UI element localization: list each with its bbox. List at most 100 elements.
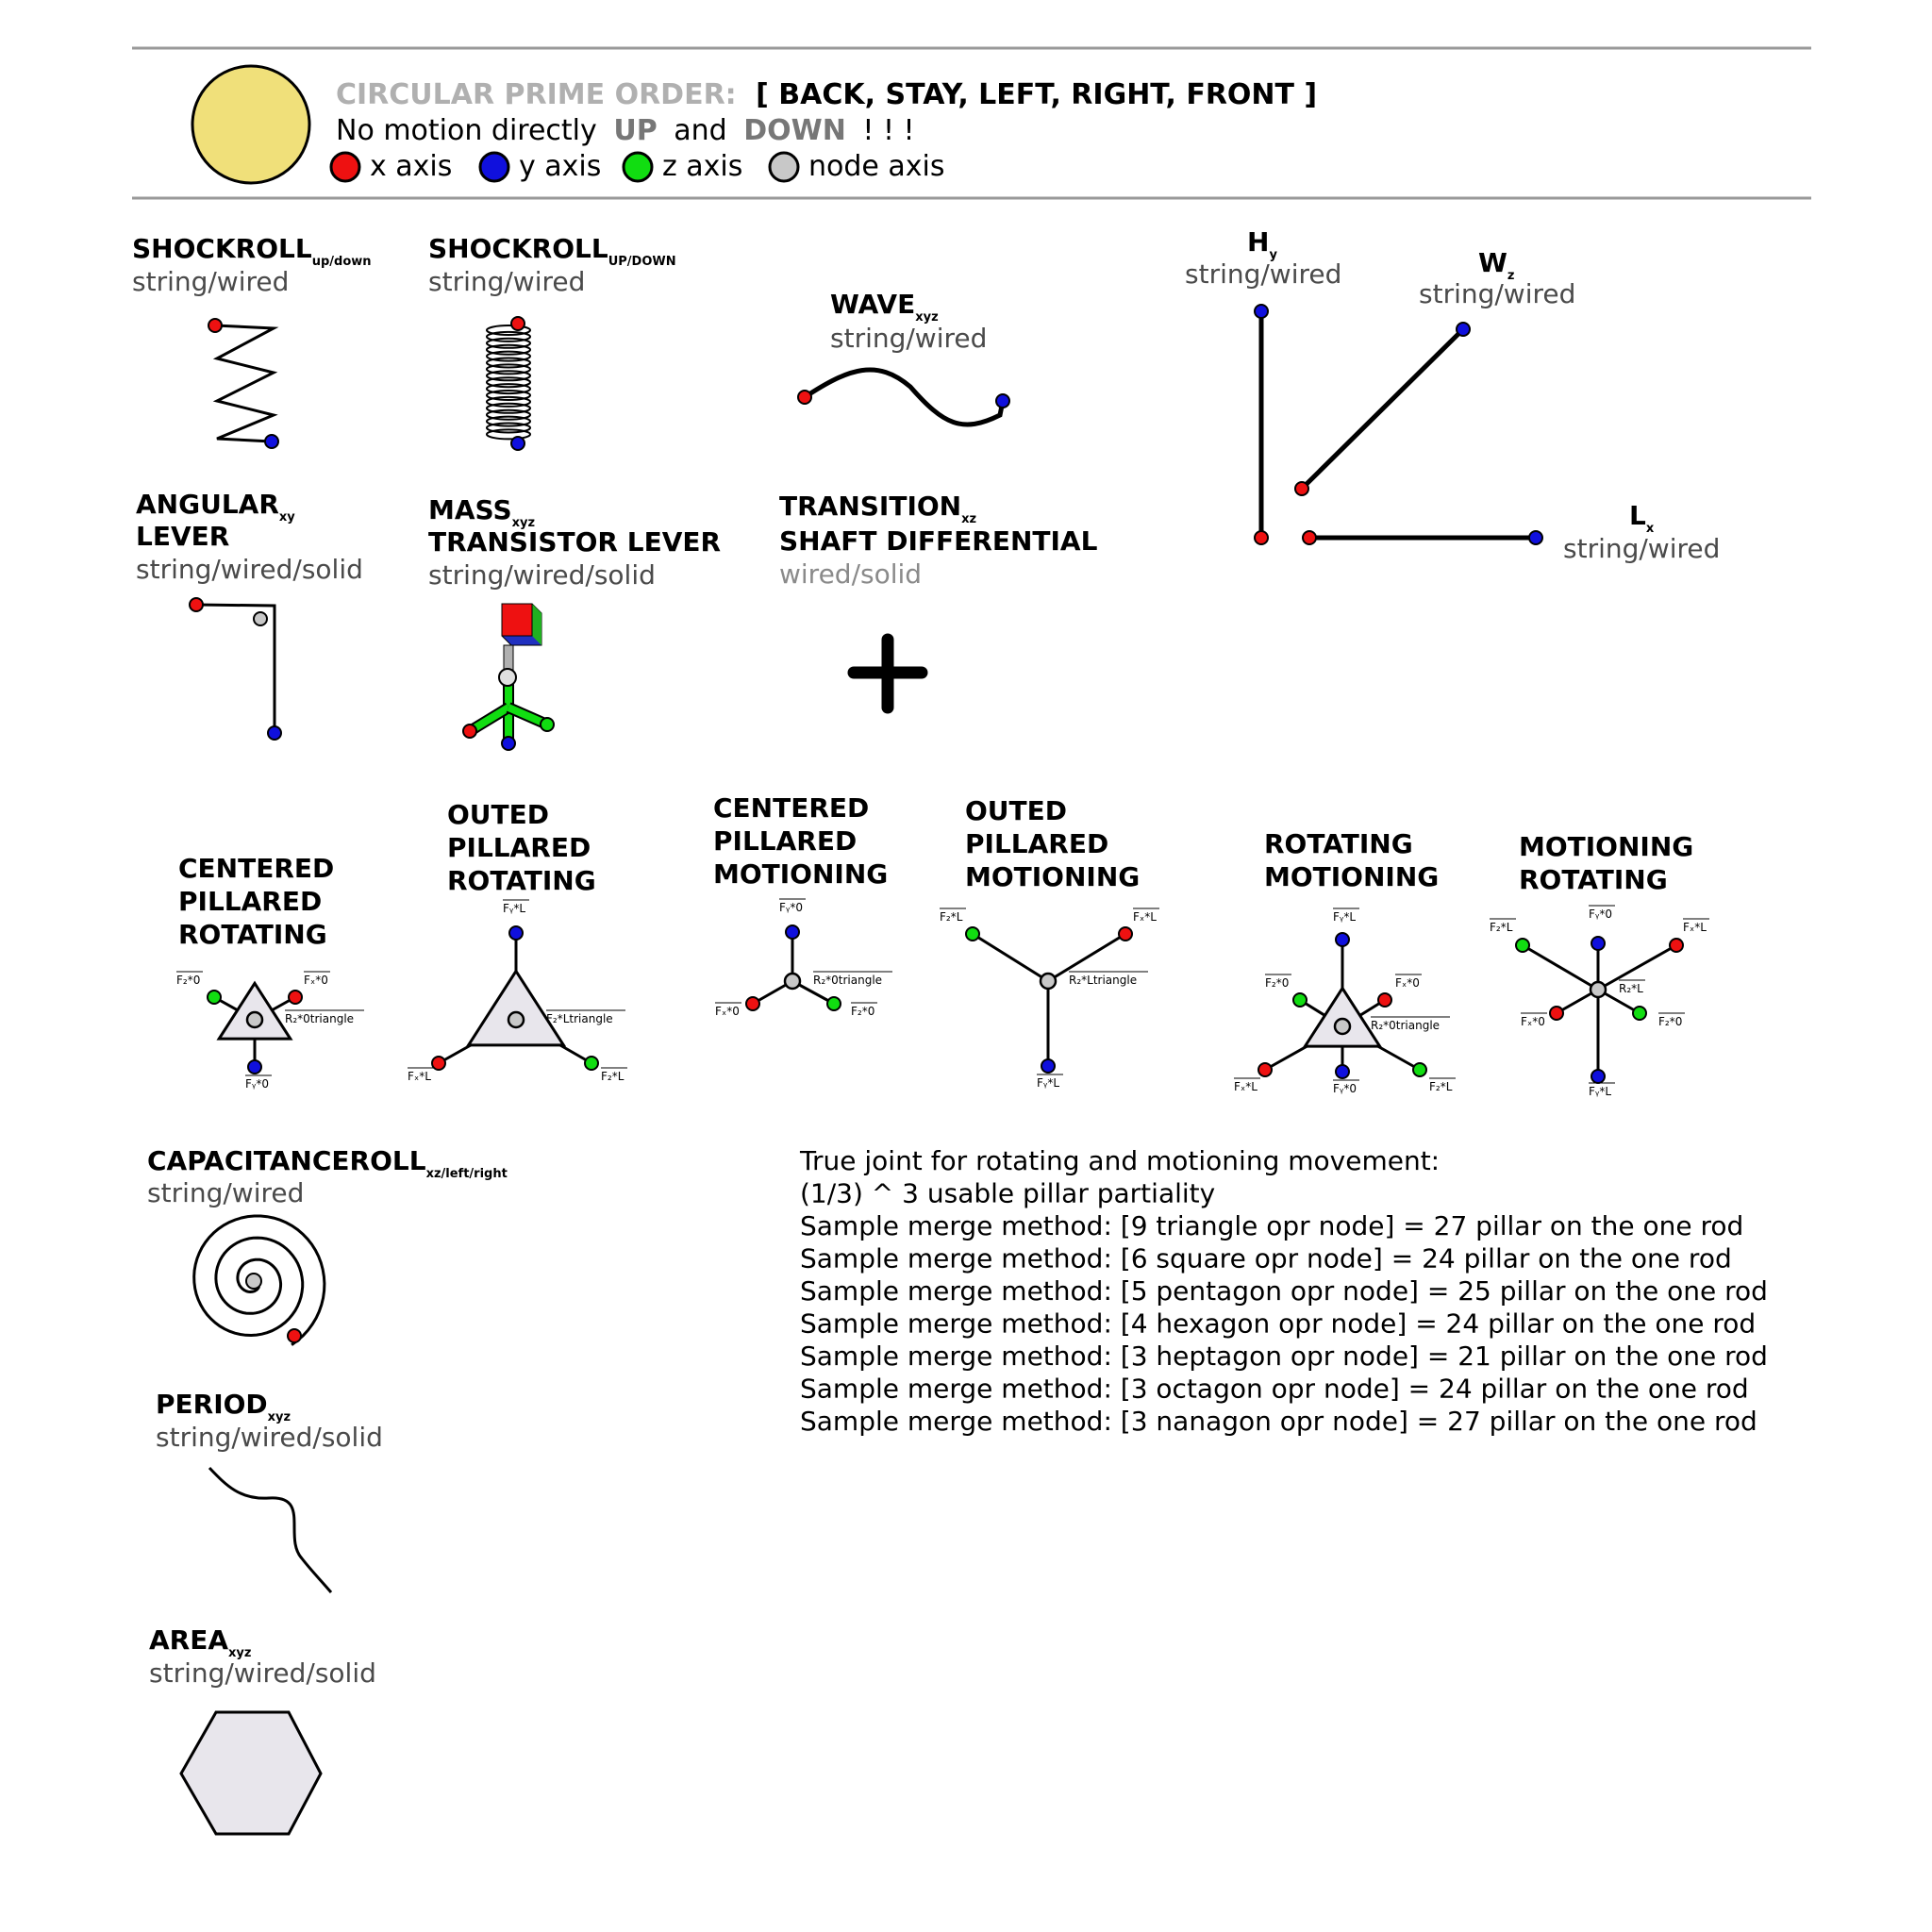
node-axis-legend-icon	[768, 151, 800, 183]
node-axis-icon	[245, 1273, 262, 1290]
x-node-icon	[1257, 1062, 1273, 1077]
force-tag: R₂*0triangle	[285, 1012, 354, 1025]
legend-y-label: y axis	[519, 150, 601, 183]
header-order-line: CIRCULAR PRIME ORDER: [ BACK, STAY, LEFT…	[336, 78, 1317, 111]
header-motion-line: No motion directly UP and DOWN ! ! !	[336, 114, 915, 147]
joint-diagram: CENTEREDPILLAREDMOTIONINGFᵧ*0R₂*0triangl…	[713, 792, 892, 1018]
joint-title-line: MOTIONING	[1264, 861, 1439, 892]
force-tag: R₂*L	[1619, 982, 1643, 995]
y-node-icon	[264, 434, 279, 449]
order-value: [ BACK, STAY, LEFT, RIGHT, FRONT ]	[756, 78, 1317, 111]
z-axis-legend-icon	[622, 151, 654, 183]
joint-arm-icon	[1522, 943, 1599, 991]
mass-lever-block: MASSxyz TRANSISTOR LEVER string/wired/so…	[428, 494, 721, 751]
joint-title-line: CENTERED	[713, 792, 869, 824]
mass-line2: TRANSISTOR LEVER	[428, 526, 721, 558]
note-line: Sample merge method: [4 hexagon opr node…	[800, 1308, 1756, 1340]
y-node-icon	[510, 436, 525, 451]
mass-caption: string/wired/solid	[428, 559, 656, 591]
z-node-icon	[1412, 1062, 1427, 1077]
shockroll-small-block: SHOCKROLLup/down string/wired	[132, 233, 372, 449]
x-node-icon	[745, 996, 760, 1011]
motion-prefix: No motion directly	[336, 114, 597, 147]
force-tag: Fᵧ*L	[1589, 1085, 1611, 1098]
coil-loop-icon	[486, 428, 531, 441]
hwl-block: Hy string/wired Wz string/wired Lx strin…	[1185, 226, 1720, 564]
transition-title: TRANSITIONxz	[779, 491, 976, 526]
node-axis-icon	[507, 1010, 525, 1029]
x-node-icon	[189, 597, 204, 612]
y-node-icon	[1335, 1064, 1350, 1079]
force-tag: Fᵧ*0	[1589, 908, 1612, 921]
y-node-icon	[508, 925, 524, 941]
coil-loop-icon	[486, 330, 531, 342]
joint-title-line: CENTERED	[178, 853, 334, 884]
note-line: Sample merge method: [6 square opr node]…	[800, 1243, 1732, 1274]
coil-loop-icon	[486, 363, 531, 375]
coil-loop-icon	[486, 402, 531, 414]
y-axis-legend-icon	[478, 151, 510, 183]
force-tag: Fₓ*0	[304, 974, 328, 987]
angular-title: ANGULARxy	[136, 489, 295, 525]
x-node-icon	[288, 990, 303, 1005]
shockroll-small-caption: string/wired	[132, 266, 289, 297]
area-block: AREAxyz string/wired/solid	[149, 1624, 376, 1836]
shockroll-big-caption: string/wired	[428, 266, 585, 297]
wave-caption: string/wired	[830, 323, 987, 354]
triangle-plate-icon	[1302, 985, 1383, 1048]
area-caption: string/wired/solid	[149, 1657, 376, 1689]
period-title: PERIODxyz	[156, 1389, 291, 1424]
note-line: Sample merge method: [3 octagon opr node…	[800, 1374, 1749, 1405]
note-line: (1/3) ^ 3 usable pillar partiality	[800, 1178, 1215, 1209]
force-tag: F₂*L	[1490, 921, 1513, 934]
z-node-icon	[1632, 1006, 1647, 1021]
coil-loop-icon	[486, 357, 531, 369]
coil-spring-icon	[486, 325, 531, 441]
x-node-icon	[1549, 1006, 1564, 1021]
node-axis-icon	[253, 611, 268, 626]
z-node-icon	[207, 990, 222, 1005]
y-node-icon	[995, 393, 1010, 408]
shockroll-small-title: SHOCKROLLup/down	[132, 233, 372, 269]
period-caption: string/wired/solid	[156, 1422, 383, 1453]
period-curve-icon	[208, 1466, 333, 1593]
force-tag: F₂*Ltriangle	[546, 1012, 613, 1025]
coil-loop-icon	[486, 422, 531, 434]
node-axis-icon	[783, 972, 802, 991]
capacitance-title: CAPACITANCEROLLxz/left/right	[147, 1145, 508, 1181]
shockroll-big-title: SHOCKROLLUP/DOWN	[428, 233, 676, 269]
x-node-icon	[1118, 926, 1133, 941]
legend-z-label: z axis	[662, 150, 742, 183]
joint-title-line: PILLARED	[178, 886, 322, 917]
lx-title: Lx	[1629, 500, 1655, 536]
force-tag: F₂*L	[940, 910, 963, 924]
y-node-icon	[785, 924, 800, 940]
x-node-icon	[1669, 938, 1684, 953]
force-tag: F₂*L	[1429, 1080, 1453, 1093]
x-node-icon	[797, 390, 812, 405]
joint-title-line: ROTATING	[447, 865, 596, 896]
note-line: Sample merge method: [9 triangle opr nod…	[800, 1210, 1743, 1241]
motion-up: UP	[613, 114, 657, 147]
y-node-icon	[1591, 936, 1606, 951]
triangle-plate-icon	[465, 968, 567, 1047]
wave-title: WAVExyz	[830, 289, 939, 325]
angular-line2: LEVER	[136, 521, 229, 552]
axis-legend: x axis y axis z axis node axis	[329, 150, 945, 183]
force-tag: R₂*Ltriangle	[1069, 974, 1137, 987]
legend-node-label: node axis	[808, 150, 945, 183]
x-node-icon	[462, 724, 477, 739]
force-tag: F₂*0	[851, 1005, 874, 1018]
coil-loop-icon	[486, 395, 531, 408]
angular-caption: string/wired/solid	[136, 554, 363, 585]
x-node-icon	[510, 316, 525, 331]
y-node-icon	[1041, 1058, 1056, 1074]
node-axis-icon	[1333, 1017, 1352, 1036]
notes-block: True joint for rotating and motioning mo…	[799, 1145, 1768, 1437]
motion-and: and	[674, 114, 726, 147]
spiral-icon	[192, 1214, 326, 1346]
force-tag: F₂*0	[176, 974, 200, 987]
